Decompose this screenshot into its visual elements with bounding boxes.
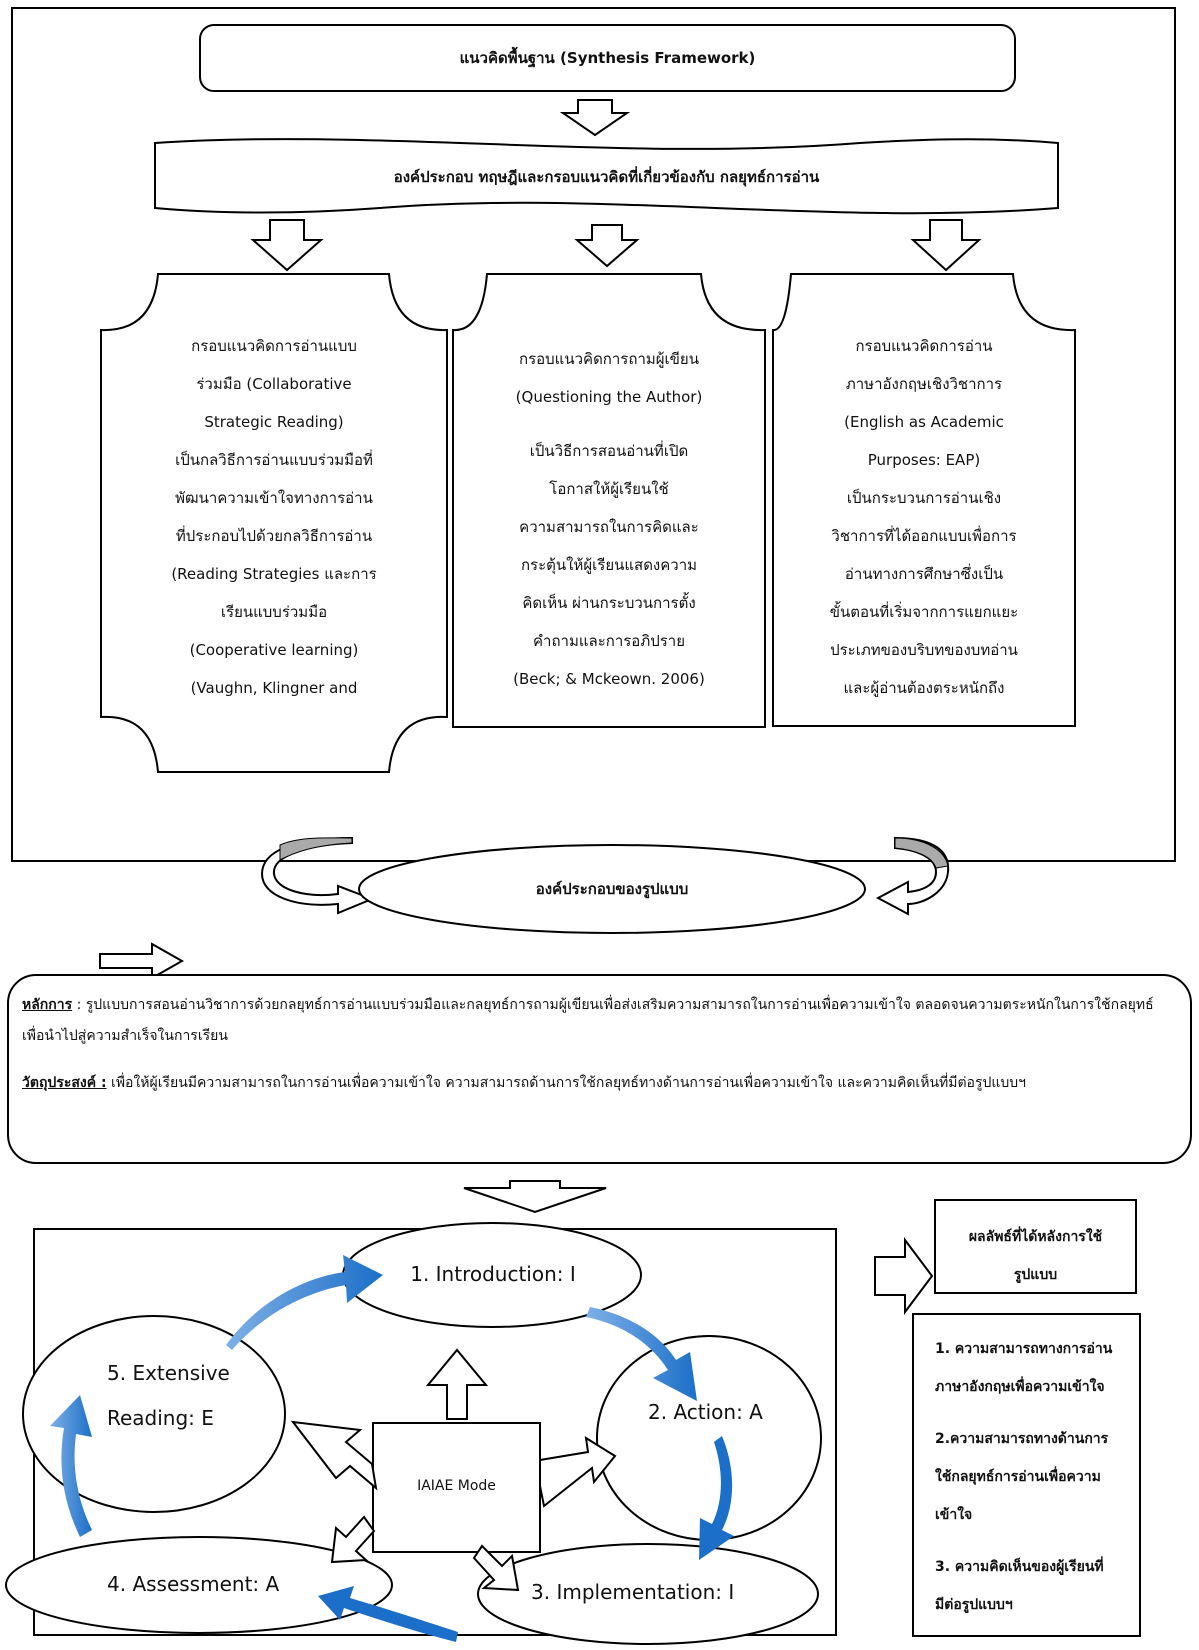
down-arrow-6 [463, 1180, 607, 1214]
principles-label: หลักการ [22, 997, 73, 1013]
framework-3-line: Purposes: EAP) [867, 451, 981, 469]
framework-3-line: อ่านทางการศึกษาซึ่งเป็น [844, 565, 1004, 583]
step-assessment-ellipse [5, 1536, 393, 1634]
synthesis-box [199, 24, 1016, 92]
framework-2-line: กระตุ้นให้ผู้เรียนแสดงความ [520, 556, 698, 574]
outcome-item: มีต่อรูปแบบฯ [935, 1597, 1013, 1613]
outcome-item: 3. ความคิดเห็นของผู้เรียนที่ [935, 1559, 1104, 1575]
framework-2-text: กรอบแนวคิดการถามผู้เขียน (Questioning th… [456, 340, 762, 698]
curl-arrow-right-top [894, 837, 949, 869]
framework-1-line: (Vaughn, Klingner and [190, 679, 358, 697]
framework-panel-1 [100, 273, 448, 773]
framework-1-line: ร่วมมือ (Collaborative [196, 375, 352, 393]
framework-2-line: โอกาสให้ผู้เรียนใช้ [549, 480, 669, 498]
down-arrow-5 [99, 942, 185, 980]
center-label: IAIAE Mode [417, 1478, 496, 1494]
blue-arrow-1-to-2 [586, 1307, 697, 1401]
outcome-arrow [874, 1237, 934, 1315]
outcome-title-box [934, 1199, 1137, 1294]
outcome-title-line: รูปแบบ [1013, 1267, 1058, 1283]
framework-3-line: วิชาการที่ได้ออกแบบเพื่อการ [831, 527, 1017, 545]
step-action-ellipse [596, 1335, 822, 1541]
down-arrow-4 [910, 219, 982, 272]
model-components-label: องค์ประกอบของรูปแบบ [535, 880, 689, 898]
step-introduction-label: 1. Introduction: I [410, 1262, 576, 1286]
components-theories-title: องค์ประกอบ ทฤษฎีและกรอบแนวคิดที่เกี่ยวข้… [393, 168, 820, 186]
arrow-center-right [539, 1436, 617, 1508]
framework-3-line: ขั้นตอนที่เริ่มจากการแยกแยะ [829, 603, 1019, 621]
synthesis-framework-title: แนวคิดพื้นฐาน (Synthesis Framework) [459, 49, 756, 67]
framework-1-line: ที่ประกอบไปด้วยกลวิธีการอ่าน [175, 527, 373, 545]
framework-2-line [456, 416, 762, 432]
outcome-list-box [912, 1313, 1141, 1637]
principles-body: : รูปแบบการสอนอ่านวิชาการด้วยกลยุทธ์การอ… [22, 997, 1154, 1044]
step-extensive-ellipse [22, 1315, 286, 1513]
outcome-item: 1. ความสามารถทางการอ่าน [935, 1341, 1113, 1357]
framework-2-line: กรอบแนวคิดการถามผู้เขียน [519, 350, 699, 368]
step-implementation-label: 3. Implementation: I [531, 1580, 735, 1604]
down-arrow-1 [559, 99, 631, 137]
framework-2-line: คิดเห็น ผ่านกระบวนการตั้ง [522, 594, 696, 612]
outcome-item: 2.ความสามารถทางด้านการ [935, 1431, 1109, 1447]
framework-1-line: เป็นกลวิธีการอ่านแบบร่วมมือที่ [175, 451, 373, 469]
principles-text: หลักการ : รูปแบบการสอนอ่านวิชาการด้วยกลย… [22, 990, 1162, 1115]
arrow-center-left [290, 1420, 378, 1491]
framework-1-line: เรียนแบบร่วมมือ [220, 603, 328, 621]
framework-3-line: (English as Academic [844, 413, 1004, 431]
blue-arrow-2-to-3 [699, 1436, 734, 1560]
components-banner [154, 138, 1059, 215]
framework-3-text: กรอบแนวคิดการอ่าน ภาษาอังกฤษเชิงวิชาการ … [776, 327, 1072, 707]
framework-3-line: เป็นกระบวนการอ่านเชิง [846, 489, 1002, 507]
outcome-item: ภาษาอังกฤษเพื่อความเข้าใจ [935, 1379, 1105, 1395]
center-box [372, 1422, 541, 1553]
framework-2-line: คำถามและการอภิปราย [532, 632, 685, 650]
objectives-body: เพื่อให้ผู้เรียนมีความสามารถในการอ่านเพื… [106, 1075, 1027, 1091]
outcome-item: เข้าใจ [935, 1507, 973, 1523]
blue-arrow-5-to-1 [226, 1255, 383, 1350]
framework-panel-3 [772, 273, 1076, 727]
objectives-paragraph: วัตถุประสงค์ : เพื่อให้ผู้เรียนมีความสาม… [22, 1068, 1162, 1099]
curl-arrow-left [260, 836, 375, 915]
framework-1-text: กรอบแนวคิดการอ่านแบบ ร่วมมือ (Collaborat… [104, 327, 444, 707]
arrow-center-up [425, 1348, 489, 1420]
arrow-center-lower-left [330, 1515, 376, 1564]
framework-1-line: พัฒนาความเข้าใจทางการอ่าน [175, 489, 373, 507]
framework-2-line: (Beck; & Mckeown. 2006) [513, 670, 705, 688]
framework-1-line: (Cooperative learning) [189, 641, 359, 659]
blue-arrow-3-to-4 [318, 1586, 458, 1642]
curl-arrow-left-top [279, 837, 353, 861]
principles-box [7, 974, 1192, 1164]
framework-3-line: กรอบแนวคิดการอ่าน [855, 337, 993, 355]
step-action-label: 2. Action: A [648, 1400, 763, 1424]
model-components-oval [358, 844, 866, 934]
framework-2-line: ความสามารถในการคิดและ [519, 518, 699, 536]
framework-3-line: และผู้อ่านต้องตระหนักถึง [843, 679, 1005, 697]
objectives-label: วัตถุประสงค์ : [22, 1075, 107, 1091]
outcome-item: ใช้กลยุทธ์การอ่านเพื่อความ [935, 1469, 1101, 1485]
step-implementation-ellipse [477, 1543, 819, 1645]
framework-panel-2 [452, 273, 766, 728]
outcome-title-line: ผลลัพธ์ที่ได้หลังการใช้ [968, 1229, 1103, 1245]
principles-paragraph: หลักการ : รูปแบบการสอนอ่านวิชาการด้วยกลย… [22, 990, 1162, 1052]
step-assessment-label: 4. Assessment: A [107, 1572, 280, 1596]
framework-1-line: Strategic Reading) [204, 413, 344, 431]
framework-2-line: (Questioning the Author) [515, 388, 703, 406]
framework-2-line: เป็นวิธีการสอนอ่านที่เปิด [529, 442, 689, 460]
arrow-center-lower-right [472, 1544, 520, 1592]
framework-1-line: (Reading Strategies และการ [171, 565, 377, 583]
step-extensive-label-1: 5. Extensive [107, 1361, 230, 1385]
outcome-title: ผลลัพธ์ที่ได้หลังการใช้ รูปแบบ [935, 1218, 1136, 1294]
down-arrow-2 [250, 219, 324, 272]
outcome-list: 1. ความสามารถทางการอ่าน ภาษาอังกฤษเพื่อค… [935, 1330, 1135, 1624]
blue-arrow-4-to-5 [50, 1395, 92, 1537]
framework-3-line: ประเภทของบริบทของบทอ่าน [830, 641, 1018, 659]
framework-1-line: กรอบแนวคิดการอ่านแบบ [191, 337, 357, 355]
down-arrow-3 [574, 224, 640, 268]
step-extensive-label-2: Reading: E [107, 1406, 214, 1430]
framework-3-line: ภาษาอังกฤษเชิงวิชาการ [845, 375, 1003, 393]
